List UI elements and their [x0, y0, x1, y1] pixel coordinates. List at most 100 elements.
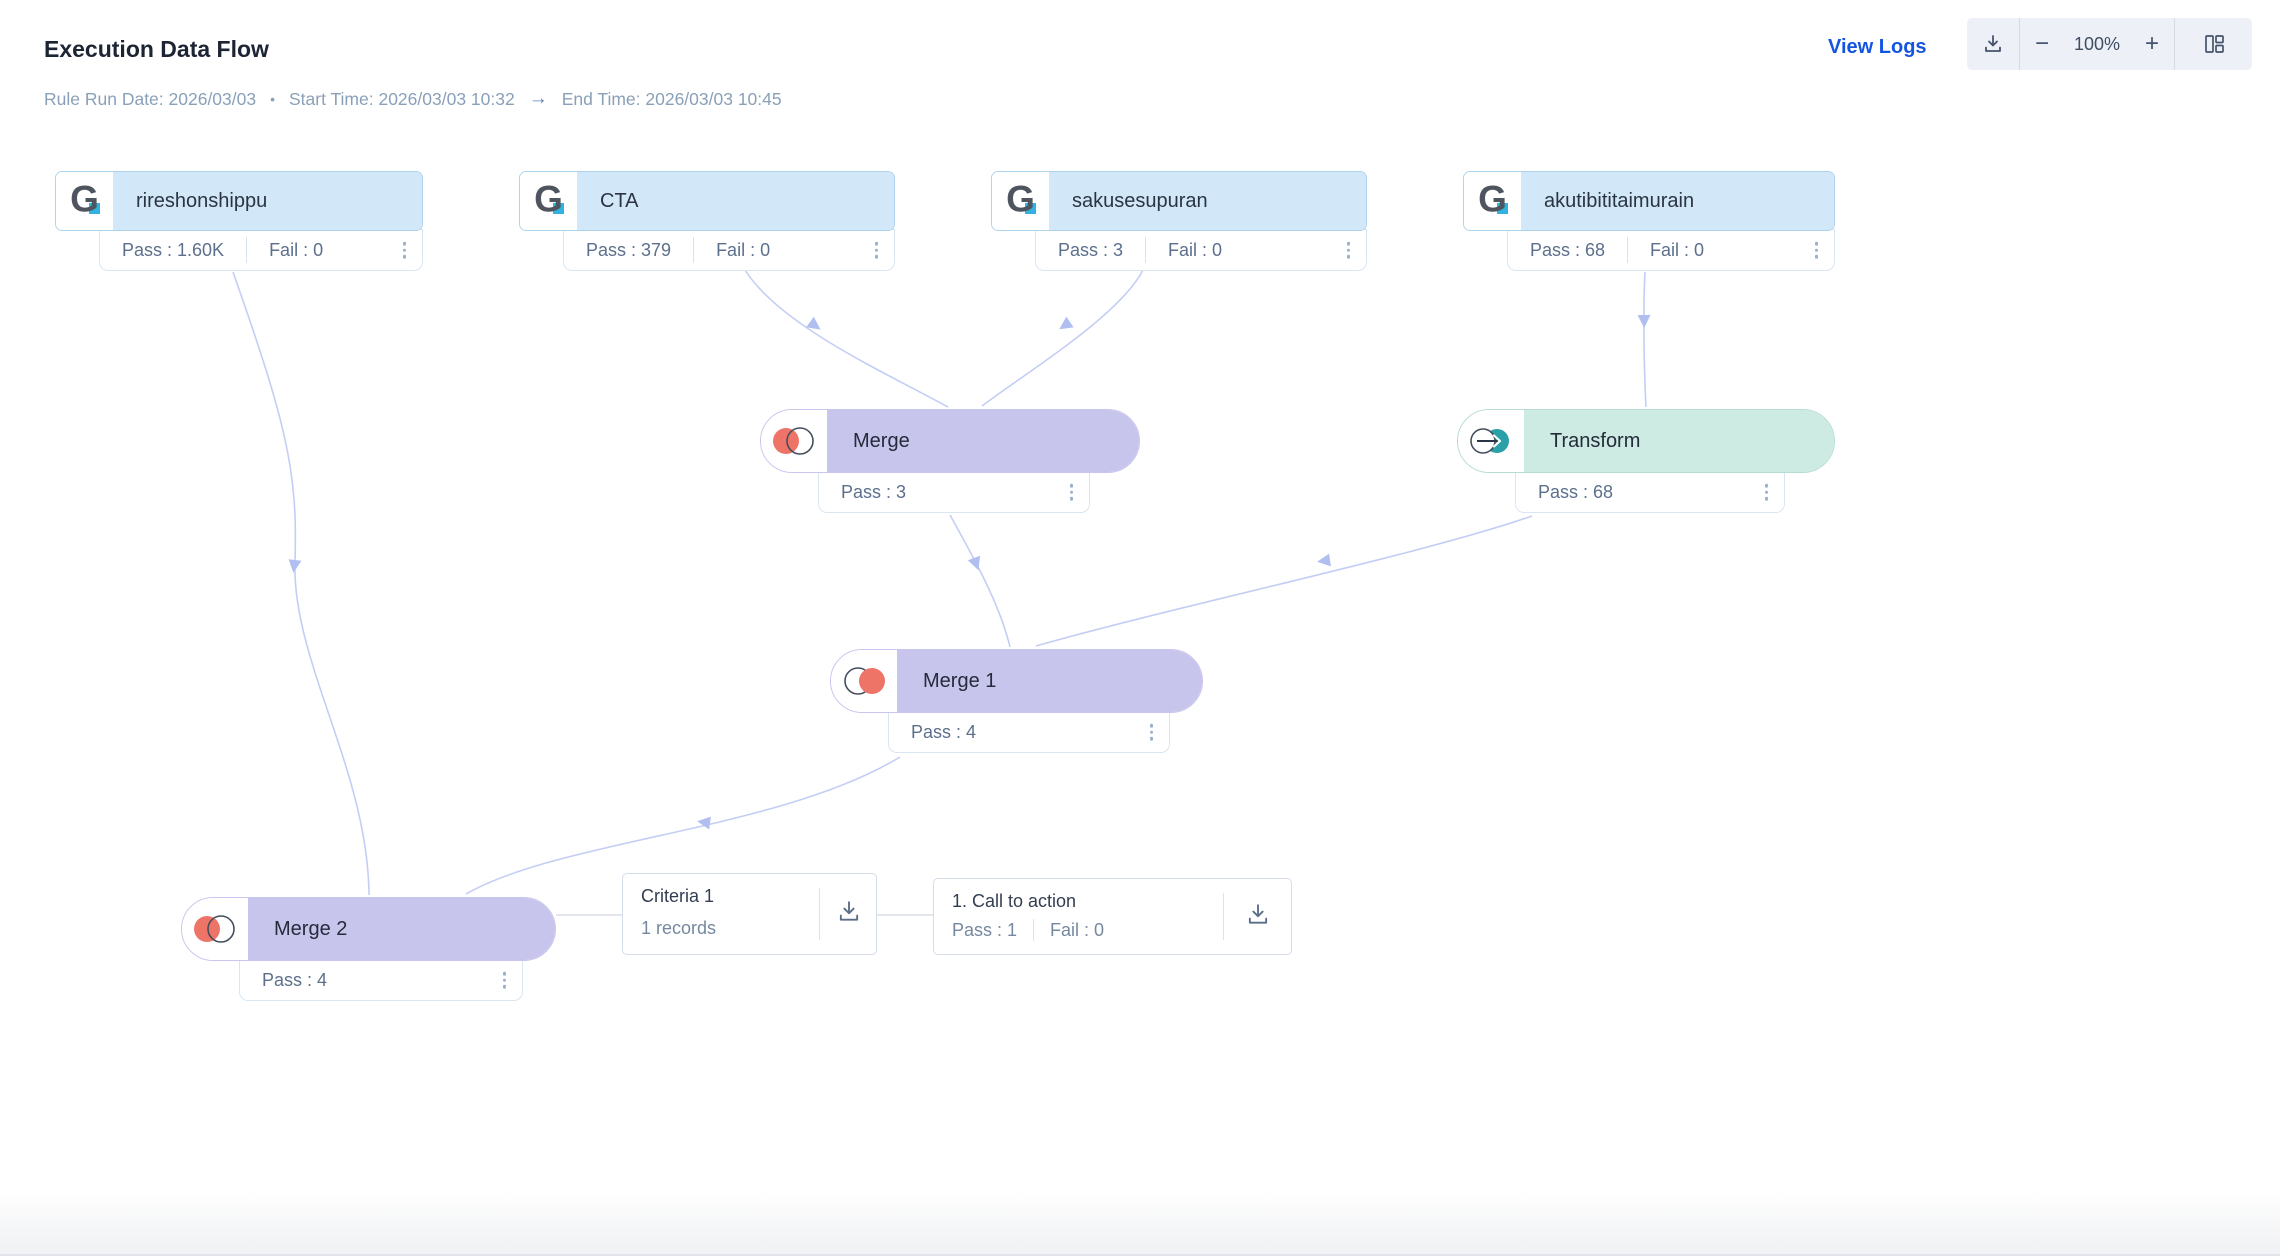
zoom-level: 100% [2074, 33, 2121, 54]
arrowhead-icon [697, 816, 711, 830]
download-icon [839, 901, 859, 921]
g-icon-accent [553, 203, 564, 214]
arrowhead-icon [1059, 316, 1074, 330]
node-label: Transform [1524, 410, 1834, 472]
edge-akutibititaimurain-transform [1643, 271, 1647, 408]
edge-rireshonshippu-merge2 [232, 271, 370, 896]
stats-divider [1033, 919, 1035, 941]
node-rireshonshippu[interactable]: G rireshonshippu [55, 171, 423, 231]
criteria-title: Criteria 1 [641, 886, 715, 906]
kebab-menu-icon[interactable] [499, 968, 511, 993]
node-stats-cta: Pass : 379 Fail : 0 [563, 229, 895, 271]
node-merge[interactable]: Merge [760, 409, 1140, 473]
download-action-button[interactable] [1244, 900, 1272, 933]
node-merge2[interactable]: Merge 2 [181, 897, 556, 961]
auto-layout-button[interactable] [2175, 18, 2252, 70]
run-meta: Rule Run Date: 2026/03/03 • Start Time: … [44, 88, 782, 110]
arrowhead-icon [288, 559, 302, 573]
end-time: End Time: 2026/03/03 10:45 [561, 88, 782, 109]
merge-venn-icon [831, 650, 897, 712]
kebab-menu-icon[interactable] [1761, 480, 1773, 505]
action-title: 1. Call to action [952, 891, 1077, 911]
toolbar-divider [2019, 18, 2020, 70]
g-source-icon: G [520, 172, 577, 230]
kebab-menu-icon[interactable] [1066, 480, 1078, 505]
edge-cta-merge [744, 269, 949, 408]
node-label: CTA [577, 172, 894, 230]
transform-icon [1458, 410, 1524, 472]
edge-sakusesupuran-merge [981, 269, 1144, 407]
start-time: Start Time: 2026/03/03 10:32 [289, 88, 515, 109]
download-flow-button[interactable] [1967, 18, 2019, 70]
node-stats-transform: Pass : 68 [1515, 471, 1785, 513]
fail-count: Fail : 0 [716, 239, 771, 260]
node-label: akutibititaimurain [1521, 172, 1834, 230]
kebab-menu-icon[interactable] [399, 238, 411, 263]
kebab-menu-icon[interactable] [1146, 720, 1158, 745]
pass-count: Pass : 3 [841, 481, 907, 502]
pass-count: Pass : 4 [911, 721, 977, 742]
g-source-icon: G [56, 172, 113, 230]
zoom-out-button[interactable]: − [2020, 18, 2064, 70]
pass-count: Pass : 68 [1538, 481, 1614, 502]
pass-count: Pass : 1.60K [122, 239, 225, 260]
node-sakusesupuran[interactable]: G sakusesupuran [991, 171, 1367, 231]
g-source-icon: G [1464, 172, 1521, 230]
node-cta[interactable]: G CTA [519, 171, 895, 231]
node-akutibititaimurain[interactable]: G akutibititaimurain [1463, 171, 1835, 231]
stats-divider [693, 237, 695, 263]
pass-count: Pass : 4 [262, 969, 328, 990]
arrow-separator-icon: → [528, 88, 548, 109]
kebab-menu-icon[interactable] [1811, 238, 1823, 263]
toolbar-divider [2174, 18, 2176, 70]
node-label: Merge 1 [897, 650, 1202, 712]
node-transform[interactable]: Transform [1457, 409, 1835, 473]
stats-divider [1145, 237, 1147, 263]
fail-count: Fail : 0 [1168, 239, 1223, 260]
kebab-menu-icon[interactable] [1343, 238, 1355, 263]
page-title: Execution Data Flow [44, 36, 269, 62]
node-merge1[interactable]: Merge 1 [830, 649, 1203, 713]
g-icon-accent [89, 203, 100, 214]
node-stats-merge1: Pass : 4 [888, 711, 1170, 753]
g-icon-accent [1497, 203, 1508, 214]
layout-icon [2204, 35, 2224, 53]
node-label: rireshonshippu [113, 172, 422, 230]
criteria-card[interactable]: Criteria 1 1 records [622, 873, 877, 955]
dot-separator-icon: • [270, 91, 275, 107]
plus-icon: + [2145, 30, 2160, 57]
fail-count: Fail : 0 [1650, 239, 1705, 260]
node-label: Merge [827, 410, 1139, 472]
g-icon-accent [1025, 203, 1036, 214]
arrowhead-icon [1317, 553, 1331, 567]
kebab-menu-icon[interactable] [871, 238, 883, 263]
view-logs-link[interactable]: View Logs [1828, 36, 1927, 58]
node-stats-merge2: Pass : 4 [239, 959, 523, 1001]
fail-count: Fail : 0 [269, 239, 324, 260]
download-icon [1985, 35, 2001, 52]
node-stats-merge: Pass : 3 [818, 471, 1090, 513]
pass-count: Pass : 1 [952, 919, 1018, 940]
zoom-in-button[interactable]: + [2130, 18, 2174, 70]
pass-count: Pass : 68 [1530, 239, 1606, 260]
node-label: sakusesupuran [1049, 172, 1366, 230]
arrowhead-icon [967, 555, 981, 571]
pass-count: Pass : 3 [1058, 239, 1124, 260]
download-criteria-button[interactable] [835, 898, 863, 931]
node-stats-rireshonshippu: Pass : 1.60K Fail : 0 [99, 229, 423, 271]
node-stats-akutibititaimurain: Pass : 68 Fail : 0 [1507, 229, 1835, 271]
card-divider [1223, 893, 1224, 940]
action-stats: Pass : 1 Fail : 0 [952, 919, 1104, 941]
stats-divider [246, 237, 248, 263]
arrowhead-icon [806, 316, 821, 330]
card-divider [819, 888, 820, 940]
call-to-action-card[interactable]: 1. Call to action Pass : 1 Fail : 0 [933, 878, 1292, 955]
node-label: Merge 2 [248, 898, 555, 960]
stats-divider [1627, 237, 1629, 263]
arrowhead-icon [1637, 314, 1651, 328]
pass-count: Pass : 379 [586, 239, 672, 260]
edge-transform-merge1 [1035, 515, 1533, 647]
g-source-icon: G [992, 172, 1049, 230]
